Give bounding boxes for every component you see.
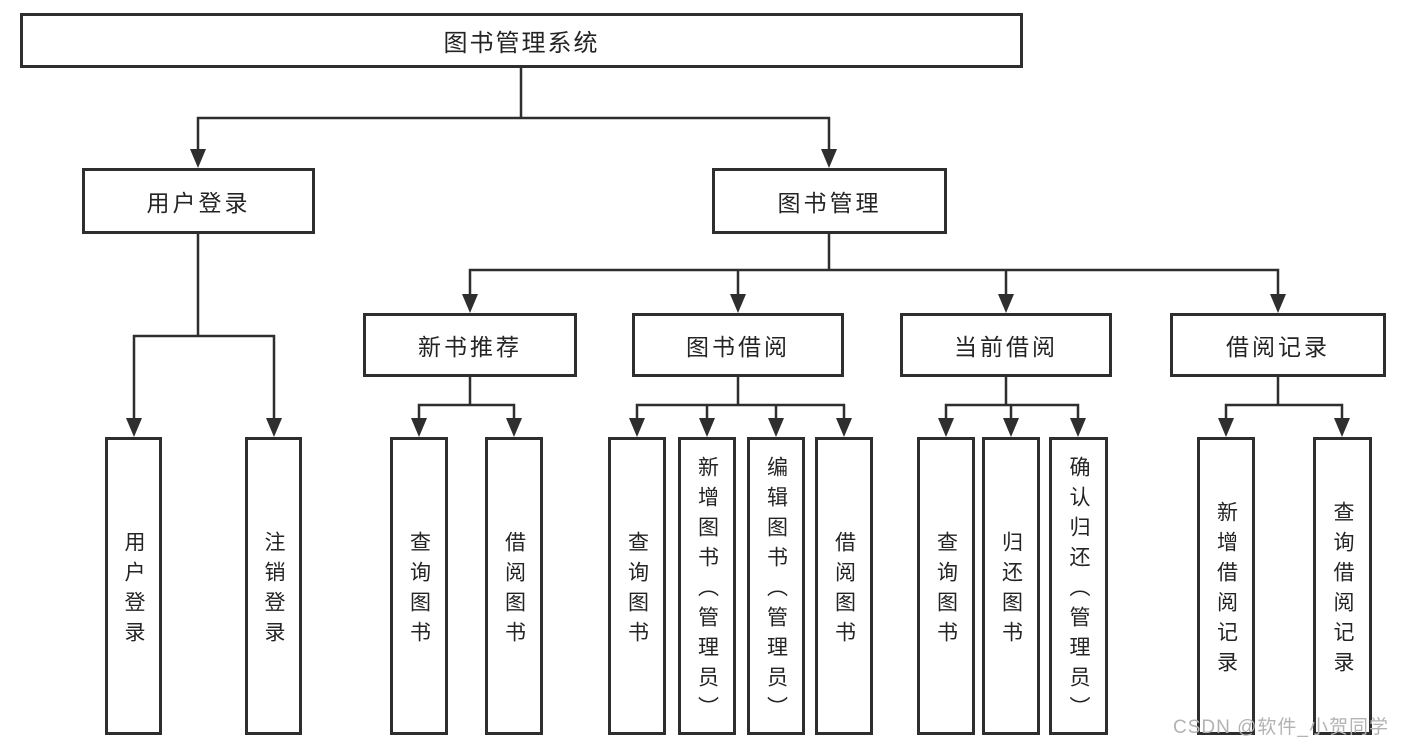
leaf-add-books-admin-label: 新增图书（管理员）	[695, 455, 719, 726]
leaf-current-query-books: 查询图书	[917, 437, 975, 735]
leaf-logout-label: 注销登录	[262, 530, 285, 651]
root-node-library-system: 图书管理系统	[20, 13, 1023, 68]
leaf-borrow-books: 借阅图书	[815, 437, 873, 735]
leaf-current-query-books-label: 查询图书	[934, 530, 958, 651]
leaf-edit-books-admin: 编辑图书（管理员）	[747, 437, 805, 735]
leaf-recommend-query-books: 查询图书	[390, 437, 448, 735]
leaf-recommend-query-books-label: 查询图书	[407, 530, 431, 651]
leaf-confirm-return-admin: 确认归还（管理员）	[1049, 437, 1108, 735]
node-new-book-recommend-label: 新书推荐	[418, 334, 522, 360]
node-new-book-recommend: 新书推荐	[363, 313, 577, 377]
csdn-watermark: CSDN @软件_小贺同学	[1173, 717, 1389, 738]
leaf-return-books-label: 归还图书	[999, 530, 1023, 651]
connector-segments	[132, 66, 1344, 422]
leaf-return-books: 归还图书	[982, 437, 1040, 735]
leaf-borrow-query-books-label: 查询图书	[625, 530, 649, 651]
node-borrowing-records-label: 借阅记录	[1226, 334, 1330, 360]
leaf-add-books-admin: 新增图书（管理员）	[678, 437, 736, 735]
leaf-borrow-query-books: 查询图书	[608, 437, 666, 735]
leaf-edit-books-admin-label: 编辑图书（管理员）	[764, 455, 788, 726]
leaf-query-borrow-record-label: 查询借阅记录	[1331, 500, 1354, 681]
leaf-add-borrow-record: 新增借阅记录	[1197, 437, 1255, 735]
node-user-login-label: 用户登录	[146, 190, 251, 216]
node-book-borrowing: 图书借阅	[632, 313, 844, 377]
node-book-management: 图书管理	[712, 168, 947, 234]
leaf-borrow-books-label: 借阅图书	[832, 530, 856, 651]
leaf-logout: 注销登录	[245, 437, 302, 735]
node-current-borrowing: 当前借阅	[900, 313, 1112, 377]
root-node-label: 图书管理系统	[443, 30, 600, 57]
leaf-recommend-borrow-books-label: 借阅图书	[502, 530, 526, 651]
node-book-borrowing-label: 图书借阅	[686, 334, 790, 360]
leaf-add-borrow-record-label: 新增借阅记录	[1214, 500, 1238, 681]
leaf-recommend-borrow-books: 借阅图书	[485, 437, 543, 735]
node-borrowing-records: 借阅记录	[1170, 313, 1386, 377]
node-current-borrowing-label: 当前借阅	[954, 334, 1058, 360]
leaf-user-login: 用户登录	[105, 437, 162, 735]
leaf-query-borrow-record: 查询借阅记录	[1313, 437, 1372, 735]
node-book-management-label: 图书管理	[777, 190, 882, 216]
leaf-confirm-return-admin-label: 确认归还（管理员）	[1067, 455, 1090, 726]
node-user-login: 用户登录	[82, 168, 315, 234]
leaf-user-login-label: 用户登录	[122, 530, 145, 651]
